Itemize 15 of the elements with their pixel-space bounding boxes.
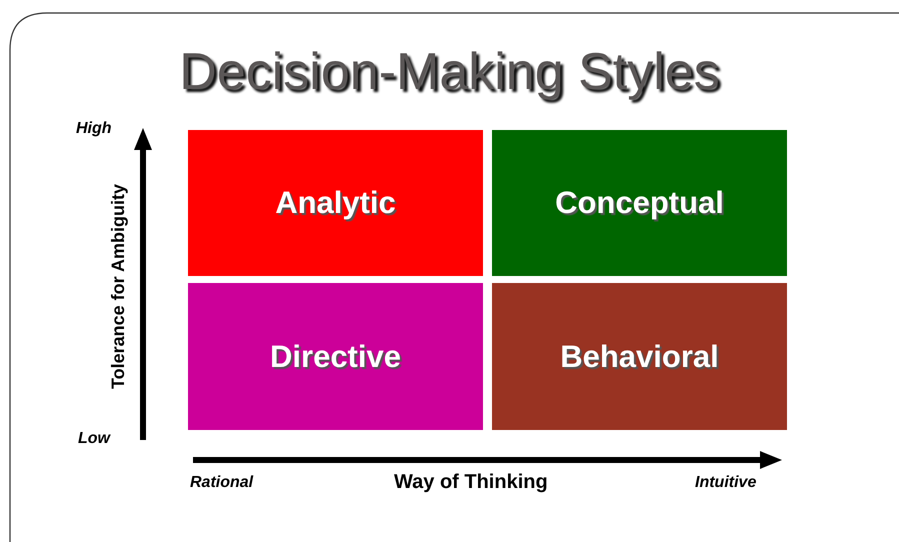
quadrant-label: Behavioral (560, 338, 719, 374)
axis-end-label: Intuitive (695, 474, 756, 492)
quadrant-box (188, 283, 483, 430)
axis-end-label: High (76, 120, 112, 138)
axis-end-label: Low (78, 430, 110, 448)
axis-end-label: Rational (190, 474, 254, 492)
quadrant-box (492, 283, 787, 430)
quadrant-box (492, 130, 787, 276)
title: Decision-Making Styles (178, 42, 721, 102)
axis-title: Tolerance for Ambiguity (108, 183, 129, 389)
quadrant-label: Analytic (275, 185, 396, 221)
quadrant-label: Directive (270, 338, 401, 374)
quadrant-box (188, 130, 483, 276)
quadrant-label: Conceptual (555, 185, 724, 221)
axis-title: Way of Thinking (394, 471, 548, 494)
